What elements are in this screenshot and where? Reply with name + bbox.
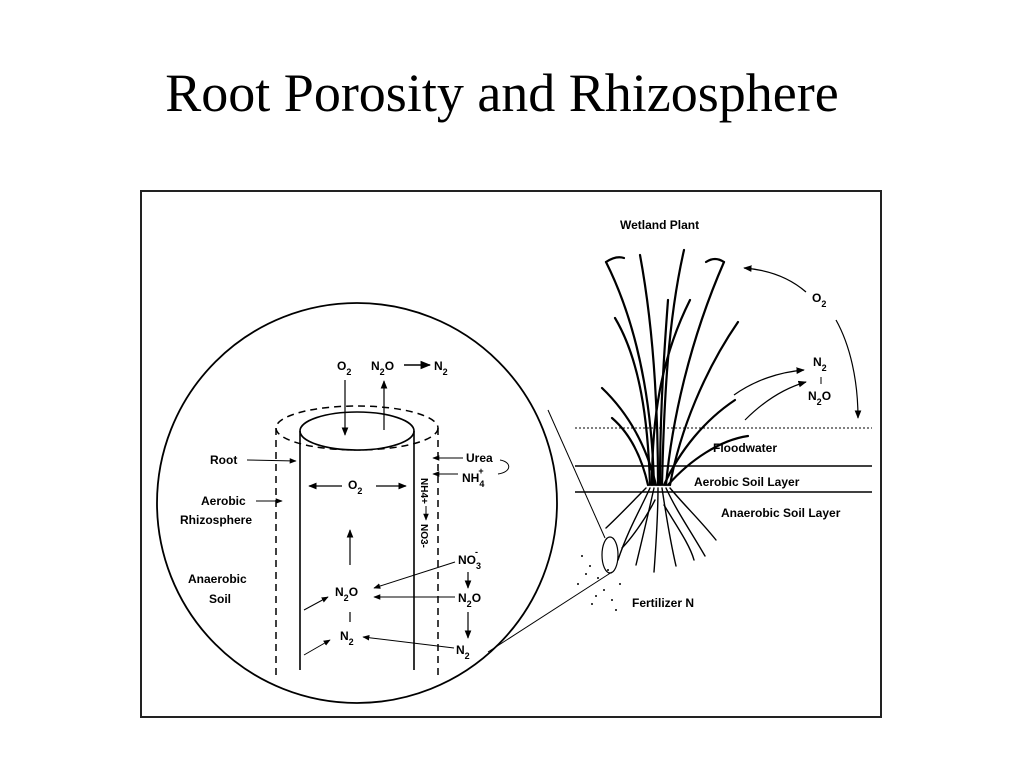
magnify-line-lower [487, 571, 613, 653]
anaerobic-soil-layer-label: Anaerobic Soil Layer [721, 506, 841, 520]
urea-label: Urea [466, 451, 493, 465]
inset-top-n2o-label: N2O [371, 359, 394, 377]
magnified-inset-circle [156, 302, 558, 704]
no3-to-root-n2o-arrow [373, 561, 456, 589]
root-pointer [246, 458, 297, 464]
slide-title: Root Porosity and Rhizosphere [165, 63, 839, 123]
outer-to-root-n2o-arrow [303, 596, 329, 611]
n-gas-release-arrow-1 [733, 367, 805, 396]
fertilizer-granules [577, 555, 621, 611]
inset-top-o2-label: O2 [337, 359, 351, 377]
root-cylinder [299, 411, 415, 670]
aerobic-rhizosphere-label-2: Rhizosphere [180, 513, 252, 527]
soil-layers [575, 427, 872, 493]
vertical-nh4-label: NH4+ [418, 478, 429, 504]
anaerobic-soil-label-1: Anaerobic [188, 572, 247, 586]
vertical-no3-label: NO3- [418, 524, 429, 548]
nitrate-label: NO3- [458, 547, 481, 571]
plant-o2-label: O2 [812, 291, 826, 309]
aerobic-soil-layer-label: Aerobic Soil Layer [694, 475, 800, 489]
inset-top-n2-label: N2 [434, 359, 448, 377]
anaerobic-soil-label-2: Soil [209, 592, 231, 606]
wetland-plant [600, 248, 750, 487]
root-o2-label: O2 [348, 478, 362, 496]
inset-focus-ellipse [601, 536, 619, 574]
soil-n2o-label: N2O [458, 591, 481, 609]
o2-release-arrow [743, 265, 807, 293]
aerobic-rhizosphere-label-1: Aerobic [201, 494, 246, 508]
n-gas-release-arrow-2 [744, 380, 807, 421]
floodwater-label: Floodwater [713, 441, 777, 455]
ammonium-label: NH4+ [462, 466, 484, 489]
plant-roots [605, 487, 717, 573]
soil-n2-label: N2 [456, 643, 470, 661]
root-n2-label: N2 [340, 629, 354, 647]
fertilizer-label: Fertilizer N [632, 596, 694, 610]
root-label: Root [210, 453, 237, 467]
plant-n2o-label: N2O [808, 389, 831, 407]
root-n2o-label: N2O [335, 585, 358, 603]
wetland-plant-label: Wetland Plant [620, 218, 699, 232]
soil-n2-to-root-arrow [362, 634, 455, 649]
plant-n2-label: N2 [813, 355, 827, 373]
magnify-line-upper [547, 409, 606, 539]
urea-to-ammonium-hook [497, 459, 510, 475]
outer-to-root-n2-arrow [303, 639, 331, 656]
o2-return-arrow [835, 319, 862, 419]
